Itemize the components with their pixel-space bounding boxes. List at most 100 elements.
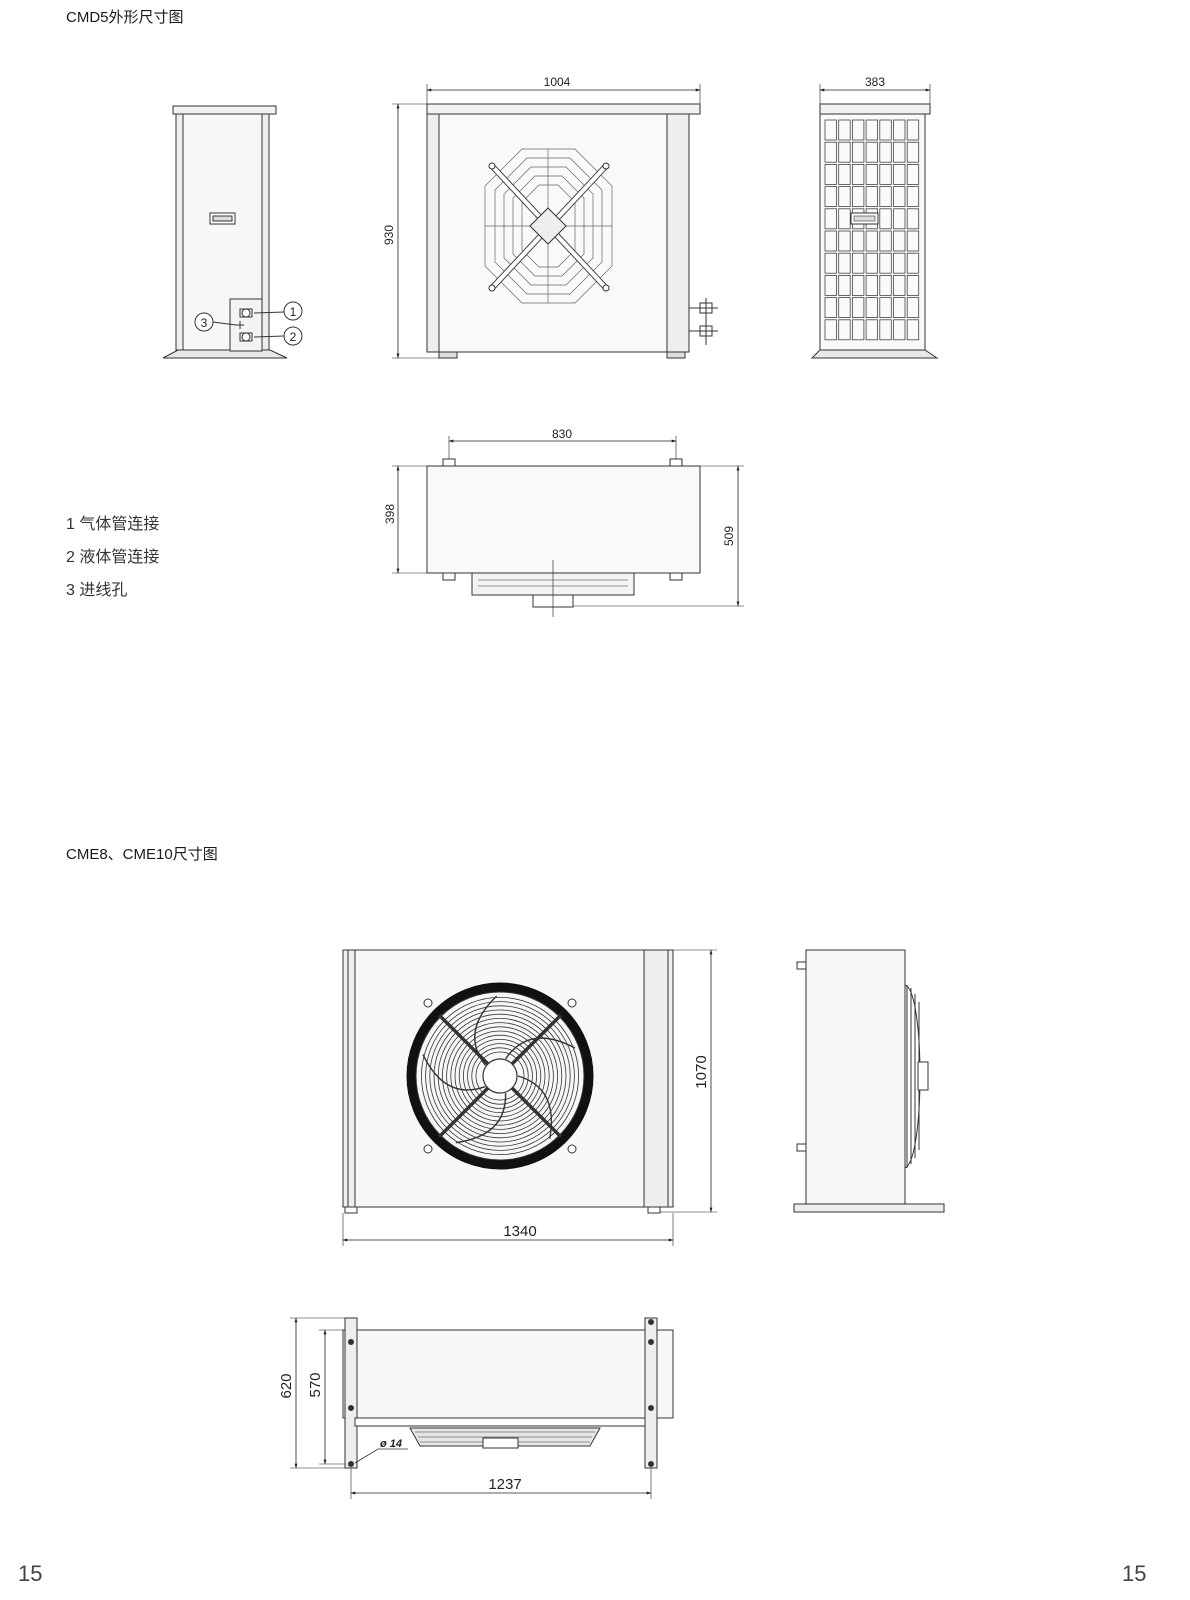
grille-cell [865, 141, 878, 163]
grille-cell [865, 319, 878, 341]
grille-cell [838, 163, 851, 185]
grille-cell [893, 230, 906, 252]
fan-guard-ring [458, 1034, 542, 1118]
fan-guard-ring [441, 1018, 558, 1135]
grille-cell [865, 163, 878, 185]
cmd5-front-view [426, 103, 718, 359]
grille-cell [893, 119, 906, 141]
grille-cell [852, 319, 865, 341]
fan-blade [455, 1093, 507, 1144]
grille-cell [879, 297, 892, 319]
grille-cell [879, 274, 892, 296]
grille-cell [906, 252, 920, 274]
cmd5-side-view [162, 105, 303, 359]
grille-cell [838, 297, 851, 319]
dim-cmd5-bottom-depth: 398 [383, 504, 397, 524]
grille-cell [893, 319, 906, 341]
fan-guard-arm [510, 1086, 563, 1139]
grille-cell [838, 230, 851, 252]
grille-cell [838, 141, 851, 163]
grille-cell [879, 141, 892, 163]
grille-cell [879, 230, 892, 252]
grille-cell [852, 186, 865, 208]
grille-cell [893, 186, 906, 208]
fan-guard-ring [471, 1047, 529, 1105]
dim-cme-depth-inner: 570 [307, 1372, 324, 1397]
cmd5-bottom-view [426, 458, 701, 617]
grille-cell [879, 186, 892, 208]
dim-cme-width: 1340 [503, 1223, 536, 1240]
grille-cell [893, 208, 906, 230]
dim-cme-bottom-width: 1237 [488, 1476, 521, 1493]
section1-title: CMD5外形尺寸图 [66, 9, 184, 26]
callout-2: 2 [290, 330, 297, 344]
grille-cell [824, 319, 837, 341]
fan-blade [517, 1075, 553, 1139]
grille-cell [838, 319, 851, 341]
fan-blade [422, 1054, 486, 1091]
grille-cell [852, 297, 865, 319]
grille-cell [824, 141, 837, 163]
grille-cell [893, 163, 906, 185]
grille-cell [879, 319, 892, 341]
grille-cell [824, 119, 837, 141]
fan-guard-ring [437, 1013, 563, 1139]
grille-cell [906, 119, 920, 141]
dim-cme-depth-outer: 620 [278, 1373, 295, 1398]
fan-guard-ring [450, 1026, 550, 1126]
dim-cme-height: 1070 [693, 1055, 710, 1088]
grille-cell [838, 252, 851, 274]
grille-cell [824, 297, 837, 319]
grille-cell [838, 208, 851, 230]
cme-bottom-view [342, 1317, 674, 1469]
section2-title: CME8、CME10尺寸图 [66, 846, 218, 863]
grille-cell [838, 274, 851, 296]
grille-cell [893, 297, 906, 319]
dim-cmd5-height: 930 [382, 225, 396, 245]
grille-cell [824, 163, 837, 185]
grille-cell [865, 252, 878, 274]
grille-cell [879, 119, 892, 141]
grille-cell [906, 319, 920, 341]
dim-cmd5-width: 1004 [544, 75, 571, 89]
grille-cell [879, 252, 892, 274]
legend: 1 气体管连接 2 液体管连接 3 进线孔 [66, 508, 159, 607]
grille-cell [838, 186, 851, 208]
legend-item-cable: 3 进线孔 [66, 582, 128, 599]
grille-cell [865, 119, 878, 141]
legend-item-gas: 1 气体管连接 [66, 516, 160, 533]
grille-cell [865, 297, 878, 319]
grille-cell [906, 208, 920, 230]
page-number-right: 15 [1122, 1561, 1147, 1586]
fan-guard-ring [420, 997, 579, 1156]
dim-cmd5-bottom-width: 830 [552, 427, 572, 441]
page-number-left: 15 [18, 1561, 43, 1586]
grille-cell [852, 230, 865, 252]
dim-cme-hole: ø 14 [380, 1438, 402, 1450]
legend-item-liquid: 2 液体管连接 [66, 549, 160, 566]
grille-cell [865, 186, 878, 208]
grille-cell [893, 141, 906, 163]
cme-side-view [793, 949, 945, 1213]
grille-cell [865, 230, 878, 252]
dim-cmd5-depth: 383 [865, 75, 885, 89]
fan-guard-arm [437, 1086, 490, 1139]
grille-cell [852, 274, 865, 296]
grille-cell [906, 141, 920, 163]
fan-blade [504, 1037, 576, 1060]
grille-cell [824, 186, 837, 208]
fan-guard-ring [425, 1001, 575, 1151]
grille-cell [824, 252, 837, 274]
grille-cell [824, 208, 837, 230]
cme-front-view [342, 949, 674, 1214]
fan-guard-ring [462, 1039, 537, 1114]
fan-guard-ring [433, 1009, 567, 1143]
grille-cell [865, 274, 878, 296]
fan-guard-ring [429, 1005, 571, 1147]
grille-cell [879, 208, 892, 230]
grille-cell [879, 163, 892, 185]
grille-cell [852, 141, 865, 163]
grille-cell [906, 163, 920, 185]
fan-guard-ring [454, 1030, 546, 1122]
